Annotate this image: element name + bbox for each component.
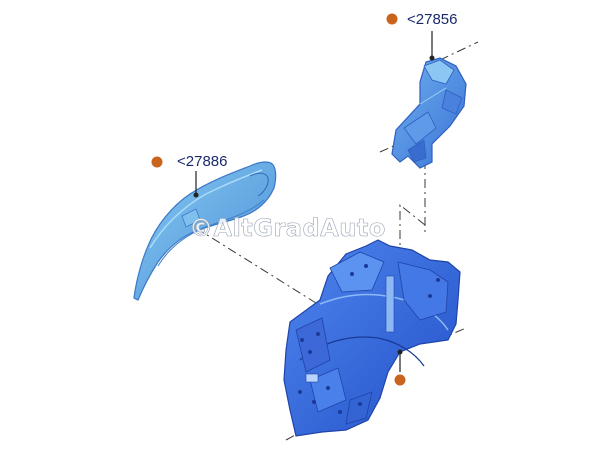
callout-label-wheelhouse-liner: <27886: [177, 153, 227, 170]
callout-upper-bracket: <27856: [386, 11, 457, 61]
assembly-line-bracket-top: [439, 41, 479, 61]
inner-wheelhouse-part: [283, 239, 461, 437]
wheelhouse-liner-part: [133, 161, 277, 301]
callout-marker-wheelhouse-liner: [151, 156, 163, 168]
watermark-text: ©AltGradAuto: [189, 214, 386, 242]
callout-marker-upper-bracket: [386, 13, 398, 25]
leader-dot-wheelhouse-liner: [193, 192, 199, 198]
leader-dot-upper-bracket: [429, 55, 435, 61]
assembly-line-bracket-join: [399, 203, 426, 258]
callout-inner-wheelhouse: [394, 349, 406, 386]
leader-dot-inner-wheelhouse: [397, 349, 403, 355]
upper-bracket-part: [391, 57, 467, 169]
callout-label-upper-bracket: <27856: [407, 11, 457, 28]
callout-marker-inner-wheelhouse: [394, 374, 406, 386]
callout-wheelhouse-liner: <27886: [151, 153, 227, 198]
